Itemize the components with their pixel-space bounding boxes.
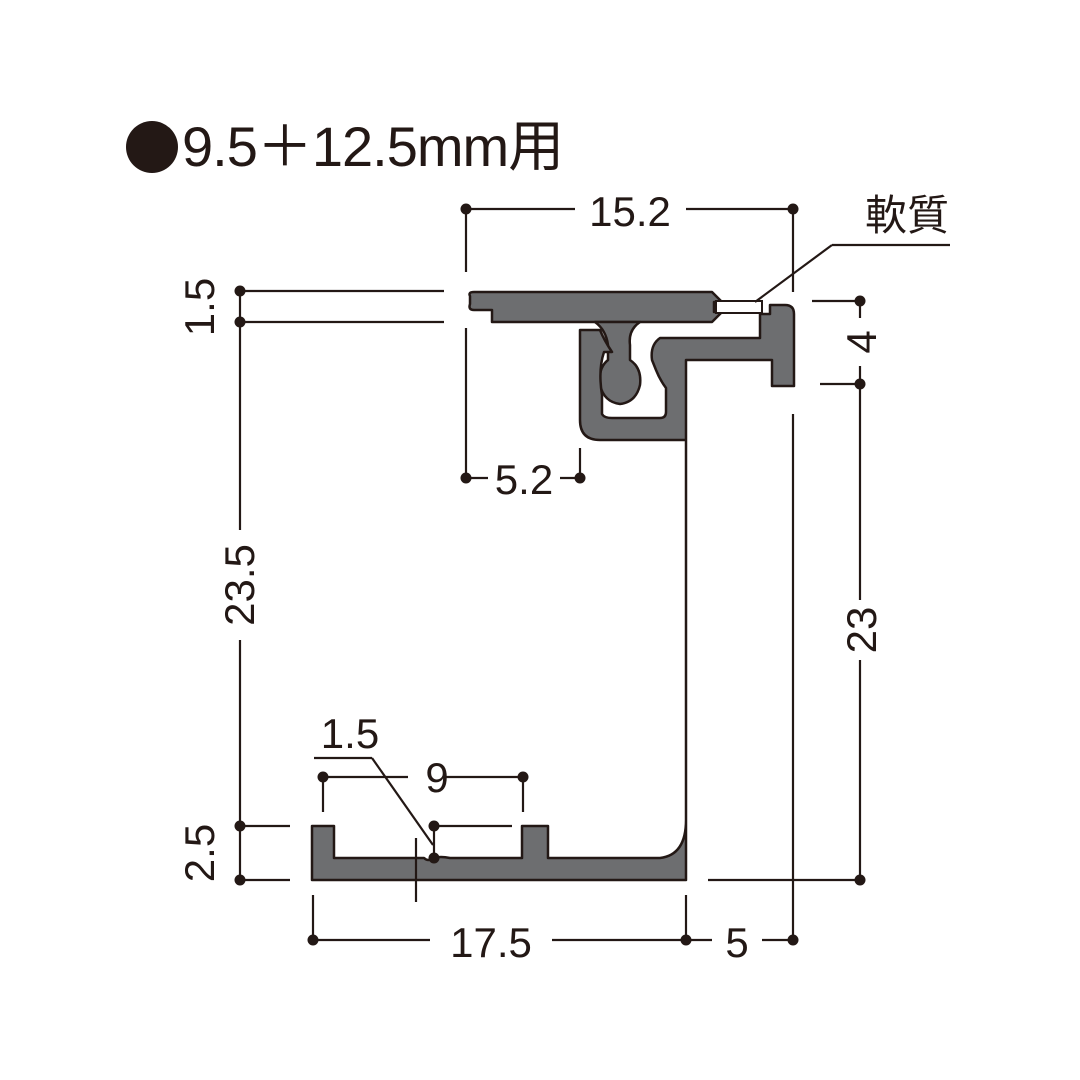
label-top-thickness: 1.5 — [176, 278, 223, 336]
dim-bottom-inner: 1.5 9 — [314, 710, 529, 902]
profile-shape — [310, 290, 796, 882]
label-bottom-thickness: 2.5 — [176, 824, 223, 882]
label-bottom-inner-width: 9 — [425, 754, 448, 801]
label-right-height: 23 — [838, 607, 885, 654]
label-soft-material: 軟質 — [865, 192, 949, 239]
label-right-lip: 4 — [838, 330, 885, 353]
callout-soft-material: 軟質 — [754, 192, 950, 303]
dim-top-width: 15.2 — [460, 188, 799, 292]
title-text: 9.5＋12.5mm用 — [182, 115, 564, 178]
dim-bottom-width: 17.5 5 — [307, 895, 799, 966]
label-bottom-width: 17.5 — [450, 919, 532, 966]
label-inner-offset: 5.2 — [495, 456, 553, 503]
bullet-icon — [126, 121, 178, 173]
top-flange — [468, 290, 724, 324]
dim-inner-offset: 5.2 — [460, 328, 586, 503]
label-bottom-groove: 1.5 — [321, 710, 379, 757]
dim-left: 1.5 23.5 2.5 — [176, 278, 444, 886]
dim-right: 4 23 — [708, 295, 885, 940]
body-hook — [310, 303, 796, 882]
label-top-width: 15.2 — [589, 188, 671, 235]
label-right-offset: 5 — [725, 919, 748, 966]
soft-material-insert — [715, 300, 763, 314]
label-left-height: 23.5 — [216, 544, 263, 626]
product-title: 9.5＋12.5mm用 — [126, 112, 564, 182]
